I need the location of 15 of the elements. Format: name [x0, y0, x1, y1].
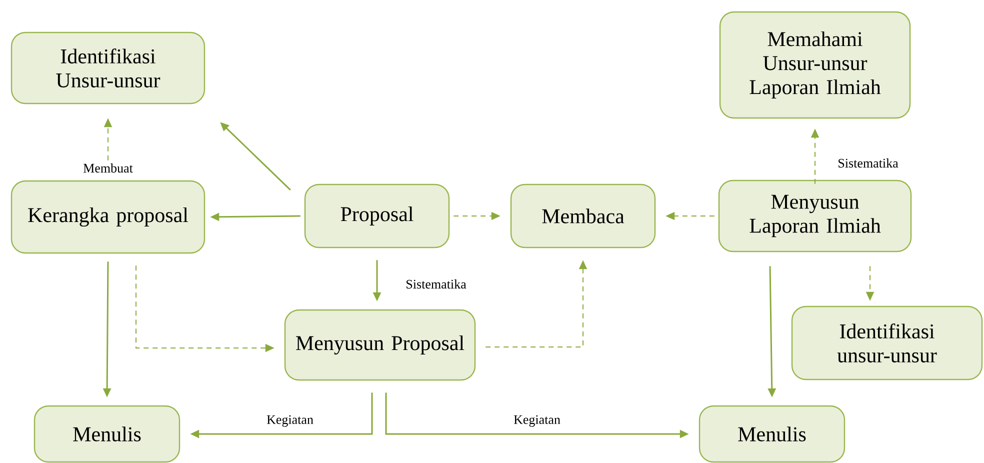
process-box: Menyusun Proposal: [284, 309, 476, 381]
process-box: Menyusun Laporan Ilmiah: [718, 180, 912, 252]
edge-label: Kegiatan: [512, 414, 562, 428]
process-box: Proposal: [304, 184, 450, 248]
process-box: Identifikasi Unsur-unsur: [10, 32, 206, 104]
edge-label: Membuat: [82, 162, 134, 174]
edge-label: Sistematika: [836, 157, 900, 169]
edge-label: Kegiatan: [266, 414, 314, 428]
process-box: Kerangka proposal: [10, 180, 206, 254]
edge-label: Sistematika: [404, 278, 468, 290]
process-box: Menulis: [34, 405, 180, 463]
process-box: Menulis: [698, 405, 846, 463]
process-box: Identifikasi unsur-unsur: [791, 306, 983, 380]
process-box: Membaca: [510, 184, 656, 248]
process-box: Memahami Unsur-unsur Laporan Ilmiah: [719, 11, 911, 119]
